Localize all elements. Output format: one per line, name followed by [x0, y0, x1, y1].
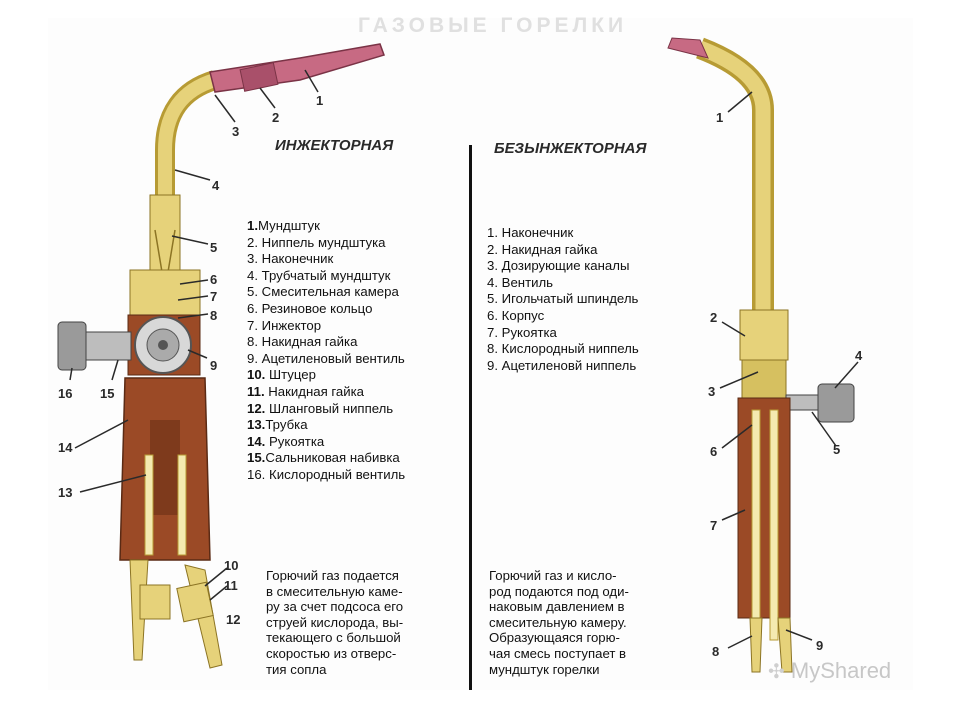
callout-8: 8 — [210, 308, 217, 323]
legend-item: 8. Накидная гайка — [247, 334, 358, 350]
acetylene-valve-center — [158, 340, 168, 350]
mixing-chamber — [149, 194, 181, 276]
legend-item: 16. Кислородный вентиль — [247, 466, 406, 482]
nb-callout-1: 1 — [716, 110, 723, 125]
callout-6: 6 — [210, 272, 217, 287]
inner-tube-left — [144, 454, 154, 556]
legend-item: 13.Трубка — [247, 417, 308, 433]
injector-nut — [129, 269, 201, 321]
legend-item: 4. Трубчатый мундштук — [247, 267, 391, 283]
injector-description: Горючий газ подается в смесительную каме… — [266, 568, 404, 677]
callout-10: 10 — [224, 558, 238, 573]
noninjector-description: Горючий газ и кисло- род подаются под од… — [489, 568, 629, 677]
noninjector-leader-lines — [719, 91, 859, 649]
oxygen-valve-stem — [85, 331, 132, 361]
noninjector-heading: БЕЗЫНЖЕКТОРНАЯ — [494, 140, 647, 157]
noninjector-tip — [667, 37, 709, 59]
legend-item: 2. Ниппель мундштука — [247, 234, 386, 250]
callout-12: 12 — [226, 612, 240, 627]
nozzle-nipple — [239, 62, 279, 92]
legend-item: 11. Накидная гайка — [247, 383, 365, 399]
callout-4: 4 — [212, 178, 220, 193]
noninjector-tube — [697, 40, 771, 310]
legend-item: 6. Резиновое кольцо — [247, 300, 373, 316]
legend-item: 12. Шланговый ниппель — [247, 400, 394, 416]
injector-legend: 1.Мундштук 2. Ниппель мундштука 3. Након… — [247, 218, 405, 484]
nb-callout-7: 7 — [710, 518, 717, 533]
legend-item: 1.Мундштук — [247, 218, 320, 233]
legend-item: 5. Игольчатый шпиндель — [487, 291, 639, 307]
callout-16: 16 — [58, 386, 72, 401]
legend-item: 7. Инжектор — [247, 317, 322, 333]
legend-item: 5. Смесительная камера — [247, 284, 399, 300]
legend-item: 3. Дозирующие каналы — [487, 258, 630, 274]
nb-callout-2: 2 — [710, 310, 717, 325]
legend-item: 3. Наконечник — [247, 251, 334, 267]
union-nut-left — [139, 584, 171, 620]
legend-item: 7. Рукоятка — [487, 324, 557, 340]
noninjector-inner-tube-left — [751, 409, 761, 641]
legend-item: 10. Штуцер — [247, 367, 316, 383]
injector-heading: ИНЖЕКТОРНАЯ — [275, 137, 394, 154]
page-title: ГАЗОВЫЕ ГОРЕЛКИ — [358, 14, 628, 37]
callout-14: 14 — [58, 440, 73, 455]
legend-item: 15.Сальниковая набивка — [247, 450, 400, 466]
noninjector-handle — [737, 397, 791, 619]
callout-3: 3 — [232, 124, 239, 139]
callout-5: 5 — [210, 240, 217, 255]
callout-13: 13 — [58, 485, 72, 500]
callout-9: 9 — [210, 358, 217, 373]
watermark-logo-icon: ✣ — [768, 661, 785, 683]
legend-item: 8. Кислородный ниппель — [487, 341, 639, 357]
noninjector-union-nut — [739, 309, 789, 361]
nb-callout-9: 9 — [816, 638, 823, 653]
legend-item: 2. Накидная гайка — [487, 241, 598, 257]
needle-spindle — [785, 394, 821, 411]
watermark-text: MyShared — [790, 658, 892, 683]
watermark: ✣ MyShared — [768, 658, 891, 684]
legend-item: 4. Вентиль — [487, 274, 554, 290]
callout-7: 7 — [210, 289, 217, 304]
nb-callout-5: 5 — [833, 442, 840, 457]
nb-callout-3: 3 — [708, 384, 715, 399]
legend-item: 9. Ацетиленовый вентиль — [247, 350, 405, 366]
nb-callout-6: 6 — [710, 444, 717, 459]
legend-item: 6. Корпус — [487, 307, 545, 323]
handle-slot — [150, 420, 180, 515]
callout-11: 11 — [224, 578, 238, 593]
noninjector-legend: 1. Наконечник 2. Накидная гайка 3. Дозир… — [487, 225, 639, 374]
noninjector-valve-knob — [817, 383, 855, 423]
callout-15: 15 — [100, 386, 114, 401]
callout-2: 2 — [272, 110, 279, 125]
center-divider — [469, 145, 472, 690]
nb-callout-8: 8 — [712, 644, 719, 659]
inner-tube-right — [177, 454, 187, 556]
dosing-body — [741, 359, 787, 401]
callout-1: 1 — [316, 93, 323, 108]
injector-tube — [158, 73, 218, 230]
oxygen-nipple — [749, 617, 763, 673]
legend-item: 14. Рукоятка — [247, 433, 325, 449]
union-nut-right — [176, 581, 214, 623]
noninjector-inner-tube-right — [769, 409, 779, 641]
legend-item: 9. Ацетиленовй ниппель — [487, 357, 637, 373]
injector-leader-lines — [69, 69, 319, 601]
nb-callout-4: 4 — [855, 348, 863, 363]
legend-item: 1. Наконечник — [487, 225, 574, 240]
